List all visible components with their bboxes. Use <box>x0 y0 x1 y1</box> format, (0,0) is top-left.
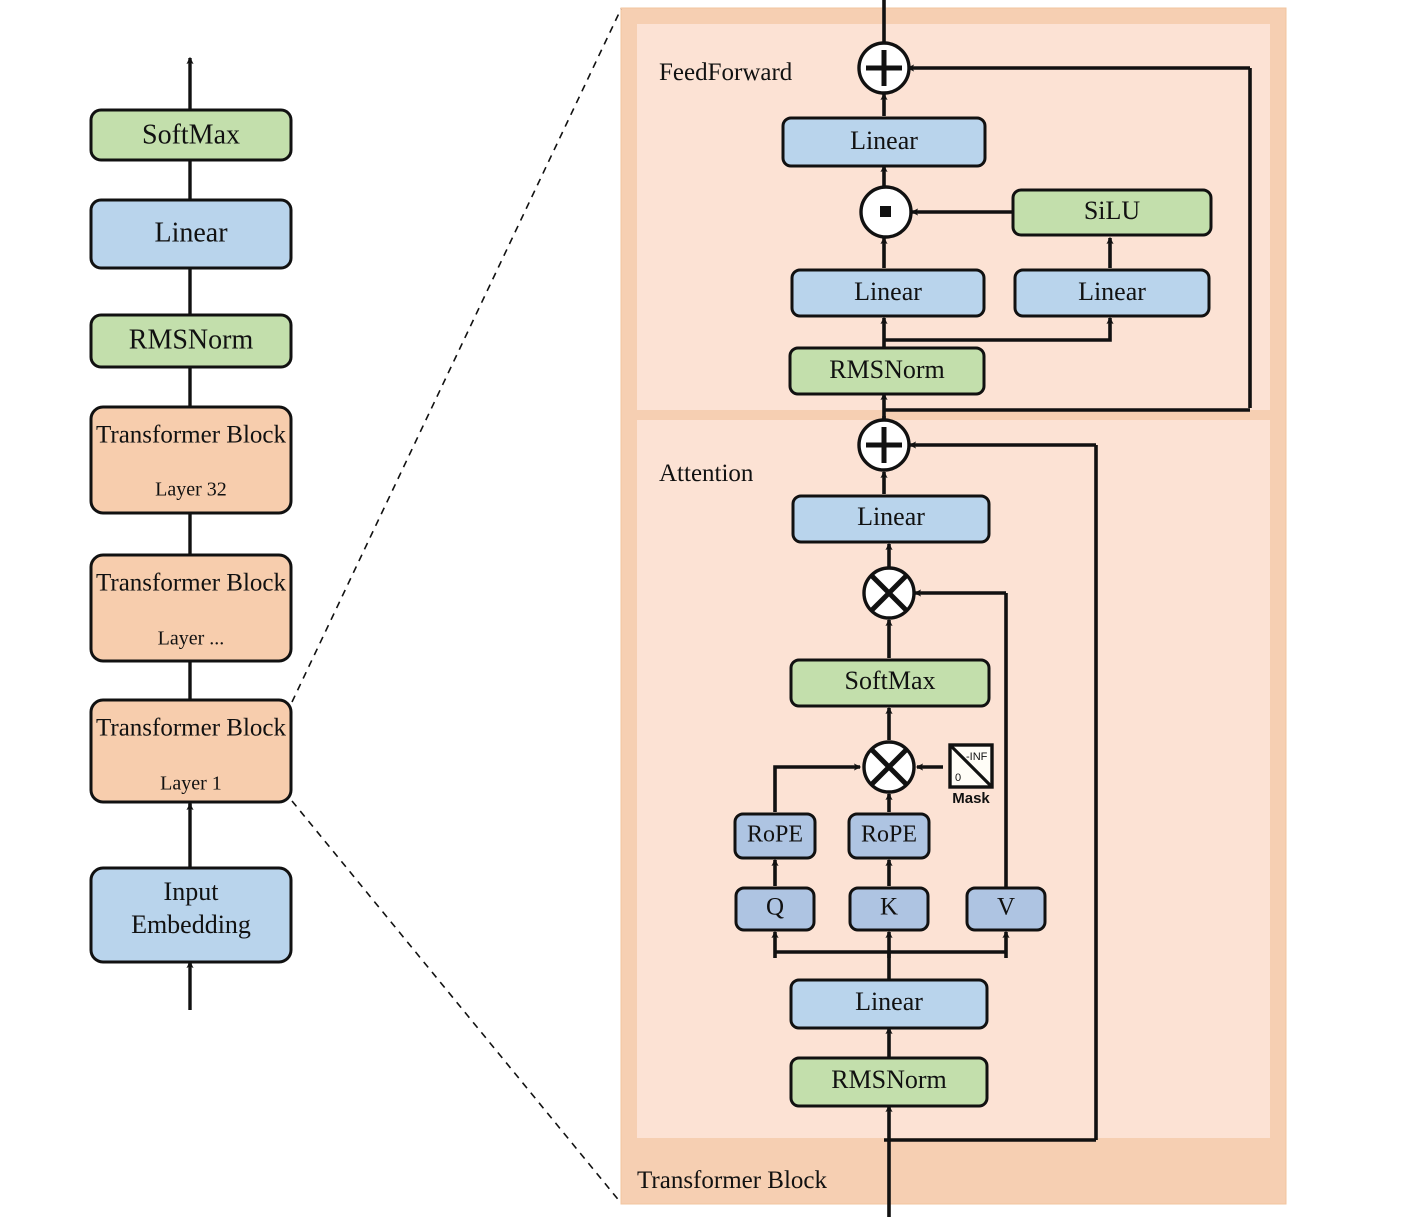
mask-lower-value: 0 <box>955 772 961 784</box>
block-label: RMSNorm <box>829 355 945 384</box>
attn-rope-k[interactable]: RoPE <box>847 812 931 860</box>
block-label: Linear <box>850 126 918 155</box>
block-label: RoPE <box>861 822 917 848</box>
attn-value-block[interactable]: V <box>965 886 1047 932</box>
block-label: Linear <box>854 277 922 306</box>
sidebar-item-label-2: Embedding <box>131 910 251 939</box>
block-label: RoPE <box>747 822 803 848</box>
sidebar-item-transformer-block-32[interactable]: Transformer Block Layer 32 <box>89 405 293 515</box>
ff-gate-linear[interactable]: Linear <box>790 268 986 318</box>
feedforward-add-node[interactable] <box>857 41 911 95</box>
feedforward-section-label: FeedForward <box>659 59 793 86</box>
attn-softmax[interactable]: SoftMax <box>789 658 991 708</box>
callout-dashed-lines <box>291 8 622 1204</box>
feedforward-wires <box>880 0 1252 420</box>
block-label: Linear <box>855 987 923 1016</box>
sidebar-item-label: Transformer Block <box>96 570 287 597</box>
sidebar-item-sublabel: Layer 32 <box>155 479 227 501</box>
sidebar-item-label: Transformer Block <box>96 715 287 742</box>
block-label: K <box>880 894 898 921</box>
ff-rmsnorm[interactable]: RMSNorm <box>788 346 986 396</box>
sidebar-item-sublabel: Layer ... <box>158 628 225 650</box>
sidebar-item-input-embedding[interactable]: Input Embedding <box>89 866 293 964</box>
mask-caption: Mask <box>952 790 990 807</box>
attention-section-label: Attention <box>659 460 754 487</box>
attn-query-block[interactable]: Q <box>734 886 816 932</box>
feedforward-multiply-node[interactable] <box>859 185 913 239</box>
attn-output-linear[interactable]: Linear <box>791 494 991 544</box>
block-label: V <box>997 894 1015 921</box>
sidebar-item-label: Transformer Block <box>96 422 287 449</box>
attn-rmsnorm[interactable]: RMSNorm <box>789 1056 989 1108</box>
block-label: Q <box>766 894 784 921</box>
block-label: Linear <box>1078 277 1146 306</box>
block-label: Linear <box>857 502 925 531</box>
sidebar-item-label: Input <box>164 877 220 906</box>
attention-matmul-node-scores-v[interactable] <box>862 566 916 620</box>
mask-icon: 0 -INF Mask <box>948 743 994 807</box>
sidebar-item-sublabel: Layer 1 <box>160 773 222 795</box>
sidebar-item-transformer-block-mid[interactable]: Transformer Block Layer ... <box>89 553 293 663</box>
block-label: SiLU <box>1084 196 1141 225</box>
attention-wires <box>771 416 1098 1217</box>
sidebar-item-label: SoftMax <box>142 119 240 150</box>
sidebar-item-label: Linear <box>154 217 228 248</box>
outer-panel-label: Transformer Block <box>637 1167 828 1194</box>
block-label: RMSNorm <box>831 1065 947 1094</box>
sidebar-item-transformer-block-1[interactable]: Transformer Block Layer 1 <box>89 698 293 804</box>
attention-add-node[interactable] <box>857 418 911 472</box>
ff-silu[interactable]: SiLU <box>1011 188 1213 237</box>
mask-upper-value: -INF <box>966 751 988 763</box>
sidebar-item-label: RMSNorm <box>129 324 254 355</box>
ff-output-linear[interactable]: Linear <box>781 116 987 168</box>
block-label: SoftMax <box>845 666 936 695</box>
sidebar-item-rmsnorm[interactable]: RMSNorm <box>89 313 293 369</box>
attn-rope-q[interactable]: RoPE <box>733 812 817 860</box>
ff-up-linear[interactable]: Linear <box>1013 268 1211 318</box>
attn-qkv-linear[interactable]: Linear <box>789 978 989 1030</box>
sidebar-item-linear[interactable]: Linear <box>89 198 293 270</box>
attn-key-block[interactable]: K <box>848 886 930 932</box>
sidebar-item-softmax[interactable]: SoftMax <box>89 108 293 162</box>
attention-matmul-node-qk[interactable] <box>862 740 916 794</box>
